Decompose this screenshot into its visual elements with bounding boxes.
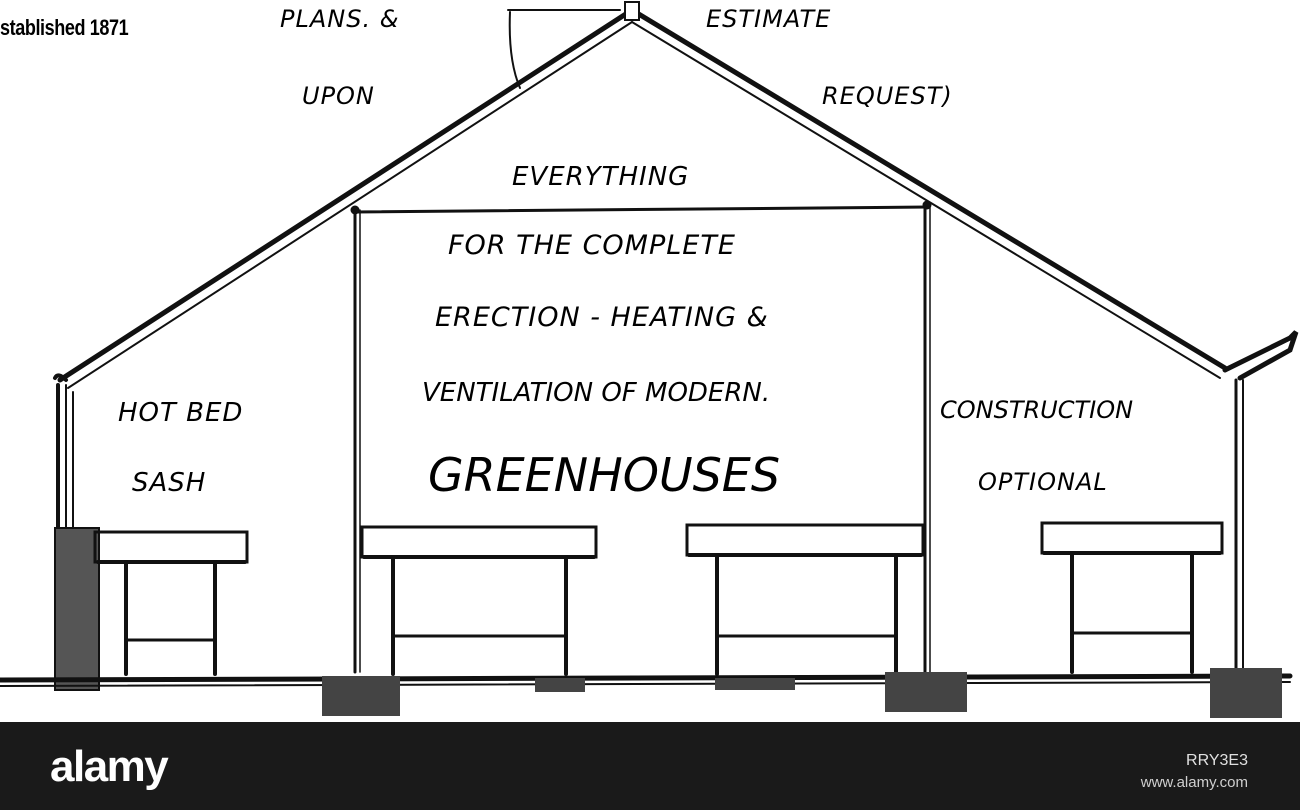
ground-line xyxy=(0,673,1293,687)
bench-2 xyxy=(360,525,598,676)
left-roof-slope xyxy=(57,7,635,389)
bench-3 xyxy=(685,523,925,676)
interior-posts xyxy=(350,200,932,674)
right-eave-gutter xyxy=(1222,330,1299,381)
ridge-cap xyxy=(624,1,640,21)
everything-label: EVERYTHING xyxy=(512,162,690,192)
alamy-logo: alamy xyxy=(50,742,169,791)
right-roof-slope xyxy=(629,7,1228,379)
greenhouses-label: GREENHOUSES xyxy=(428,448,781,502)
established-label: stablished 1871 xyxy=(0,15,129,40)
greenhouse-section-drawing xyxy=(0,1,1299,718)
complete-label: FOR THE COMPLETE xyxy=(448,230,736,261)
sash-label: SASH xyxy=(132,468,207,498)
bench-1 xyxy=(93,530,249,676)
upon-label: UPON xyxy=(302,82,375,110)
hot-bed-label: HOT BED xyxy=(118,398,244,428)
watermark-bar: alamy RRY3E3 www.alamy.com xyxy=(0,722,1300,810)
optional-label: OPTIONAL xyxy=(978,468,1108,496)
erection-label: ERECTION - HEATING & xyxy=(435,302,769,333)
image-code: RRY3E3 xyxy=(1186,752,1248,769)
construction-label: CONSTRUCTION xyxy=(940,396,1134,424)
request-label: REQUEST) xyxy=(822,82,953,110)
footings xyxy=(322,668,1282,718)
roof-vent xyxy=(507,9,621,89)
left-wall xyxy=(53,373,100,691)
bench-4 xyxy=(1040,521,1224,674)
right-wall xyxy=(1234,378,1244,672)
plans-label: PLANS. & xyxy=(280,5,400,33)
ventilation-label: VENTILATION OF MODERN. xyxy=(422,378,771,408)
watermark-url: www.alamy.com xyxy=(1140,774,1248,791)
estimate-label: ESTIMATE xyxy=(706,5,832,33)
